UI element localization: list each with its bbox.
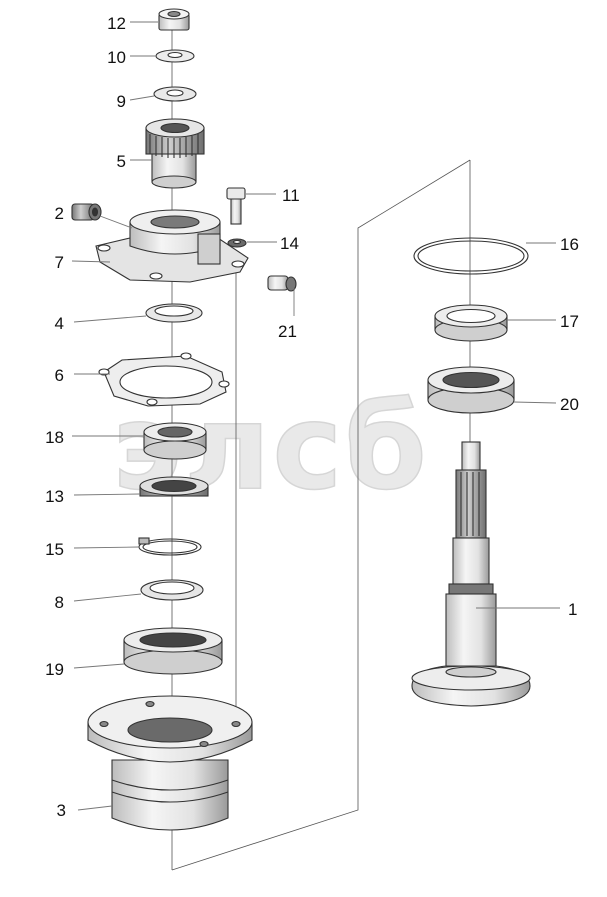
callout-14: 14 bbox=[280, 234, 299, 253]
part-3-housing bbox=[87, 695, 253, 831]
part-4-ring bbox=[145, 303, 203, 323]
part-13-ring-nut bbox=[139, 476, 209, 497]
callout-16: 16 bbox=[560, 235, 579, 254]
part-1-shaft bbox=[411, 441, 531, 707]
callout-12: 12 bbox=[107, 14, 126, 33]
callout-17: 17 bbox=[560, 312, 579, 331]
callout-21: 21 bbox=[278, 322, 297, 341]
leader-3 bbox=[77, 805, 113, 811]
callout-13: 13 bbox=[45, 487, 64, 506]
callout-3: 3 bbox=[57, 801, 66, 820]
part-20-seal bbox=[427, 366, 515, 414]
callout-10: 10 bbox=[107, 48, 126, 67]
callout-15: 15 bbox=[45, 540, 64, 559]
part-5-splined-hub bbox=[145, 118, 205, 189]
leader-4 bbox=[73, 315, 147, 323]
leader-8 bbox=[73, 593, 142, 602]
part-12-nut bbox=[158, 8, 190, 31]
leader-9 bbox=[129, 95, 155, 101]
part-7-flanged-cover bbox=[95, 209, 249, 283]
part-9-washer bbox=[153, 86, 197, 102]
leader-15 bbox=[73, 546, 140, 549]
part-8-spacer-ring bbox=[140, 579, 204, 601]
callout-7: 7 bbox=[55, 253, 64, 272]
part-19-bearing bbox=[123, 627, 223, 675]
part-2-grease-fitting bbox=[71, 203, 102, 221]
part-10-lock-washer bbox=[155, 49, 195, 63]
callout-19: 19 bbox=[45, 660, 64, 679]
leader-2 bbox=[99, 215, 133, 229]
callout-1: 1 bbox=[568, 600, 577, 619]
part-21-plug bbox=[267, 275, 297, 292]
callout-2: 2 bbox=[55, 204, 64, 223]
callout-20: 20 bbox=[560, 395, 579, 414]
part-18-bearing bbox=[143, 422, 207, 460]
leader-20 bbox=[513, 401, 557, 404]
part-15-circlip bbox=[138, 537, 202, 556]
callout-11: 11 bbox=[282, 186, 300, 205]
leader-13 bbox=[73, 493, 141, 496]
callout-9: 9 bbox=[117, 92, 126, 111]
part-6-gasket bbox=[98, 352, 230, 407]
callout-8: 8 bbox=[55, 593, 64, 612]
callout-5: 5 bbox=[117, 152, 126, 171]
callout-6: 6 bbox=[55, 366, 64, 385]
callout-18: 18 bbox=[45, 428, 64, 447]
leader-19 bbox=[73, 663, 125, 669]
part-14-washer bbox=[227, 238, 247, 248]
part-11-bolt bbox=[226, 187, 246, 225]
part-17-seal bbox=[434, 304, 508, 342]
leader-7 bbox=[71, 260, 111, 263]
part-16-o-ring bbox=[413, 237, 529, 275]
assembly-path-line bbox=[171, 159, 471, 871]
callout-4: 4 bbox=[55, 314, 64, 333]
